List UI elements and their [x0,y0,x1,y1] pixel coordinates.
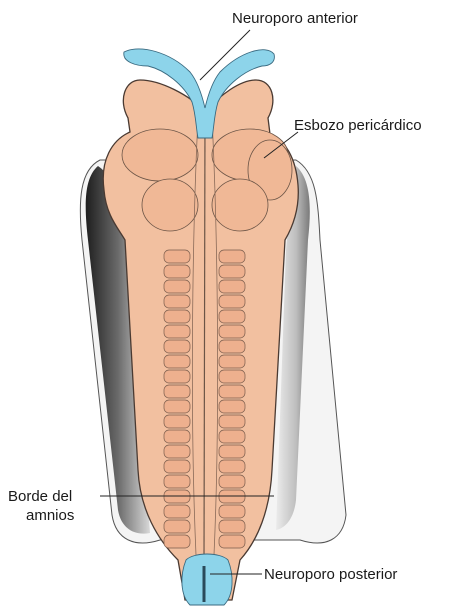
somite-right [219,250,245,263]
brain-mid-right [212,179,268,231]
brain-lobe-left [122,129,198,181]
somite-left [164,385,190,398]
somite-left [164,475,190,488]
label-borde-del-amnios-line1: Borde del [8,487,72,506]
brain-mid-left [142,179,198,231]
somite-left [164,340,190,353]
label-neuroporo-anterior: Neuroporo anterior [232,9,358,28]
somite-right [219,430,245,443]
somite-left [164,370,190,383]
somite-left [164,505,190,518]
somite-right [219,520,245,533]
somite-right [219,310,245,323]
somite-left [164,430,190,443]
somite-right [219,280,245,293]
somite-right [219,535,245,548]
somite-left [164,265,190,278]
somite-right [219,325,245,338]
label-neuroporo-posterior: Neuroporo posterior [264,565,397,584]
label-esbozo-pericardico: Esbozo pericárdico [294,116,422,135]
somite-left [164,280,190,293]
somite-right [219,370,245,383]
somite-left [164,460,190,473]
somite-right [219,295,245,308]
somite-right [219,415,245,428]
somite-right [219,475,245,488]
somite-right [219,460,245,473]
somite-right [219,385,245,398]
somite-right [219,265,245,278]
somite-right [219,400,245,413]
somite-left [164,520,190,533]
somite-left [164,445,190,458]
label-borde-del-amnios-line2: amnios [26,506,74,525]
somite-left [164,310,190,323]
somite-left [164,295,190,308]
somite-left [164,400,190,413]
somite-left [164,415,190,428]
somite-left [164,250,190,263]
somite-right [219,445,245,458]
somite-right [219,355,245,368]
somite-left [164,535,190,548]
somite-right [219,505,245,518]
neuroporo-posterior-shape [182,554,232,605]
somite-right [219,340,245,353]
somite-left [164,325,190,338]
somite-left [164,355,190,368]
